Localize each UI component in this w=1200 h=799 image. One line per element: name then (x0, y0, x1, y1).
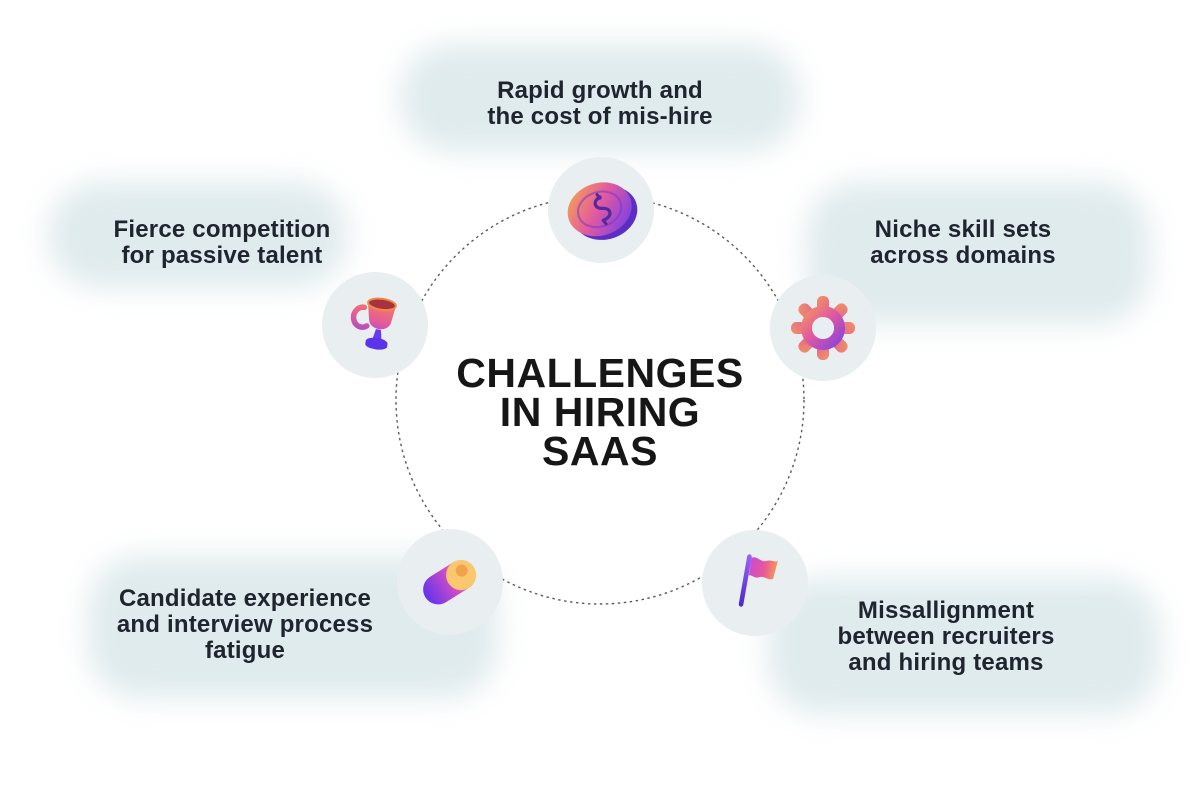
icon-badge-niche-skills (770, 275, 876, 381)
background-blob (400, 44, 800, 152)
label-line: the cost of mis-hire (487, 103, 713, 130)
cylinder-icon (423, 560, 477, 605)
background-blob (768, 578, 1160, 714)
gear-icon (791, 296, 855, 360)
label-line: between recruiters (837, 623, 1055, 650)
trophy-icon (350, 297, 397, 350)
label-line: and interview process (116, 611, 374, 638)
node-label-niche-skills: Niche skill sets across domains (870, 217, 1056, 269)
page-title-line: CHALLENGES (456, 350, 744, 396)
icon-badge-rapid-growth (548, 157, 654, 263)
icon-badge-fierce-competition (322, 272, 428, 378)
page-title-line: IN HIRING (499, 389, 701, 435)
label-line: Rapid growth and (497, 77, 703, 104)
label-line: Niche skill sets (874, 216, 1052, 243)
node-label-fierce-competition: Fierce competition for passive talent (114, 217, 331, 269)
flag-icon (738, 554, 778, 607)
background-blob (48, 182, 348, 288)
page-title: CHALLENGES IN HIRING SAAS (456, 350, 744, 474)
label-line: and hiring teams (848, 649, 1044, 676)
label-line: Candidate experience (118, 585, 372, 612)
label-line: for passive talent (121, 242, 323, 269)
node-label-rapid-growth: Rapid growth and the cost of mis-hire (487, 78, 712, 130)
page-title-line: SAAS (542, 428, 658, 474)
node-label-candidate-experience: Candidate experience and interview proce… (117, 586, 373, 664)
icon-badge-candidate-experience (397, 529, 503, 635)
node-label-misalignment: Missallignment between recruiters and hi… (837, 598, 1054, 676)
label-line: Missallignment (857, 597, 1035, 624)
label-line: across domains (870, 242, 1056, 269)
coin-icon (567, 182, 638, 240)
label-line: fatigue (204, 637, 286, 664)
label-line: Fierce competition (113, 216, 331, 243)
icon-badge-misalignment (702, 530, 808, 636)
